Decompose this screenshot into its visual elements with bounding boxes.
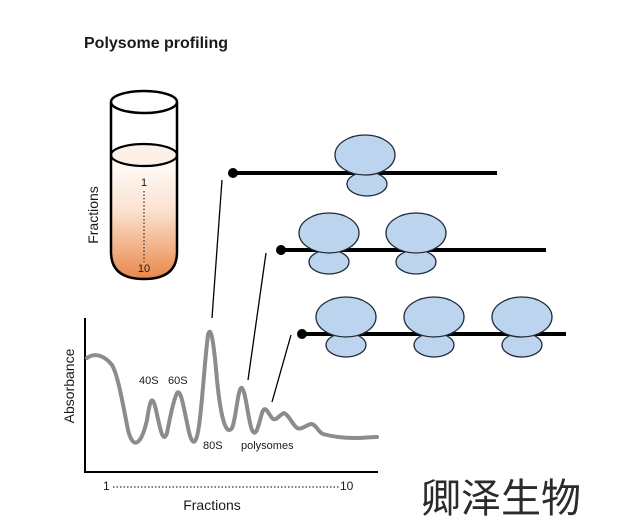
- peak-label-polysomes: polysomes: [241, 440, 294, 452]
- y-axis-label: Absorbance: [61, 348, 77, 423]
- x-axis-end-label: 10: [340, 479, 354, 493]
- ribosome-large-subunit: [334, 134, 396, 176]
- ribosome: [385, 212, 447, 275]
- connector-80s: [211, 179, 223, 319]
- ribosome-large-subunit: [385, 212, 447, 254]
- ribosome: [334, 134, 396, 197]
- tube-axis-label: Fractions: [85, 186, 101, 244]
- mrna-monosome: [228, 134, 497, 197]
- peak-connectors: [211, 179, 292, 403]
- ribosome: [403, 296, 465, 358]
- ribosome: [315, 296, 377, 358]
- peak-label-60s: 60S: [168, 375, 188, 387]
- x-axis-start-label: 1: [103, 479, 110, 493]
- peak-label-80s: 80S: [203, 440, 223, 452]
- connector-trisome: [271, 334, 292, 403]
- ribosome-large-subunit: [491, 296, 553, 338]
- ribosome-large-subunit: [298, 212, 360, 254]
- tube-top-fraction-label: 1: [141, 177, 147, 189]
- absorbance-trace: [85, 329, 379, 445]
- peak-label-40s: 40S: [139, 375, 159, 387]
- tube-wall: [109, 102, 179, 281]
- tube-liquid-surface: [109, 142, 179, 168]
- ribosome: [298, 212, 360, 275]
- mrna-trisome: [297, 296, 566, 358]
- connector-disome: [247, 252, 267, 381]
- centrifuge-tube: 1 10 Fractions: [85, 89, 179, 281]
- tube-opening: [109, 89, 179, 115]
- x-axis-label: Fractions: [183, 497, 241, 513]
- diagram-title: Polysome profiling: [84, 35, 228, 52]
- watermark-text: 卿泽生物: [421, 477, 581, 521]
- ribosome: [491, 296, 553, 358]
- mrna-disome: [276, 212, 546, 275]
- tube-bottom-fraction-label: 10: [138, 263, 150, 275]
- ribosome-large-subunit: [403, 296, 465, 338]
- absorbance-profile: Absorbance 1 10 Fractions 40S 60S 80S po…: [61, 318, 379, 513]
- ribosome-large-subunit: [315, 296, 377, 338]
